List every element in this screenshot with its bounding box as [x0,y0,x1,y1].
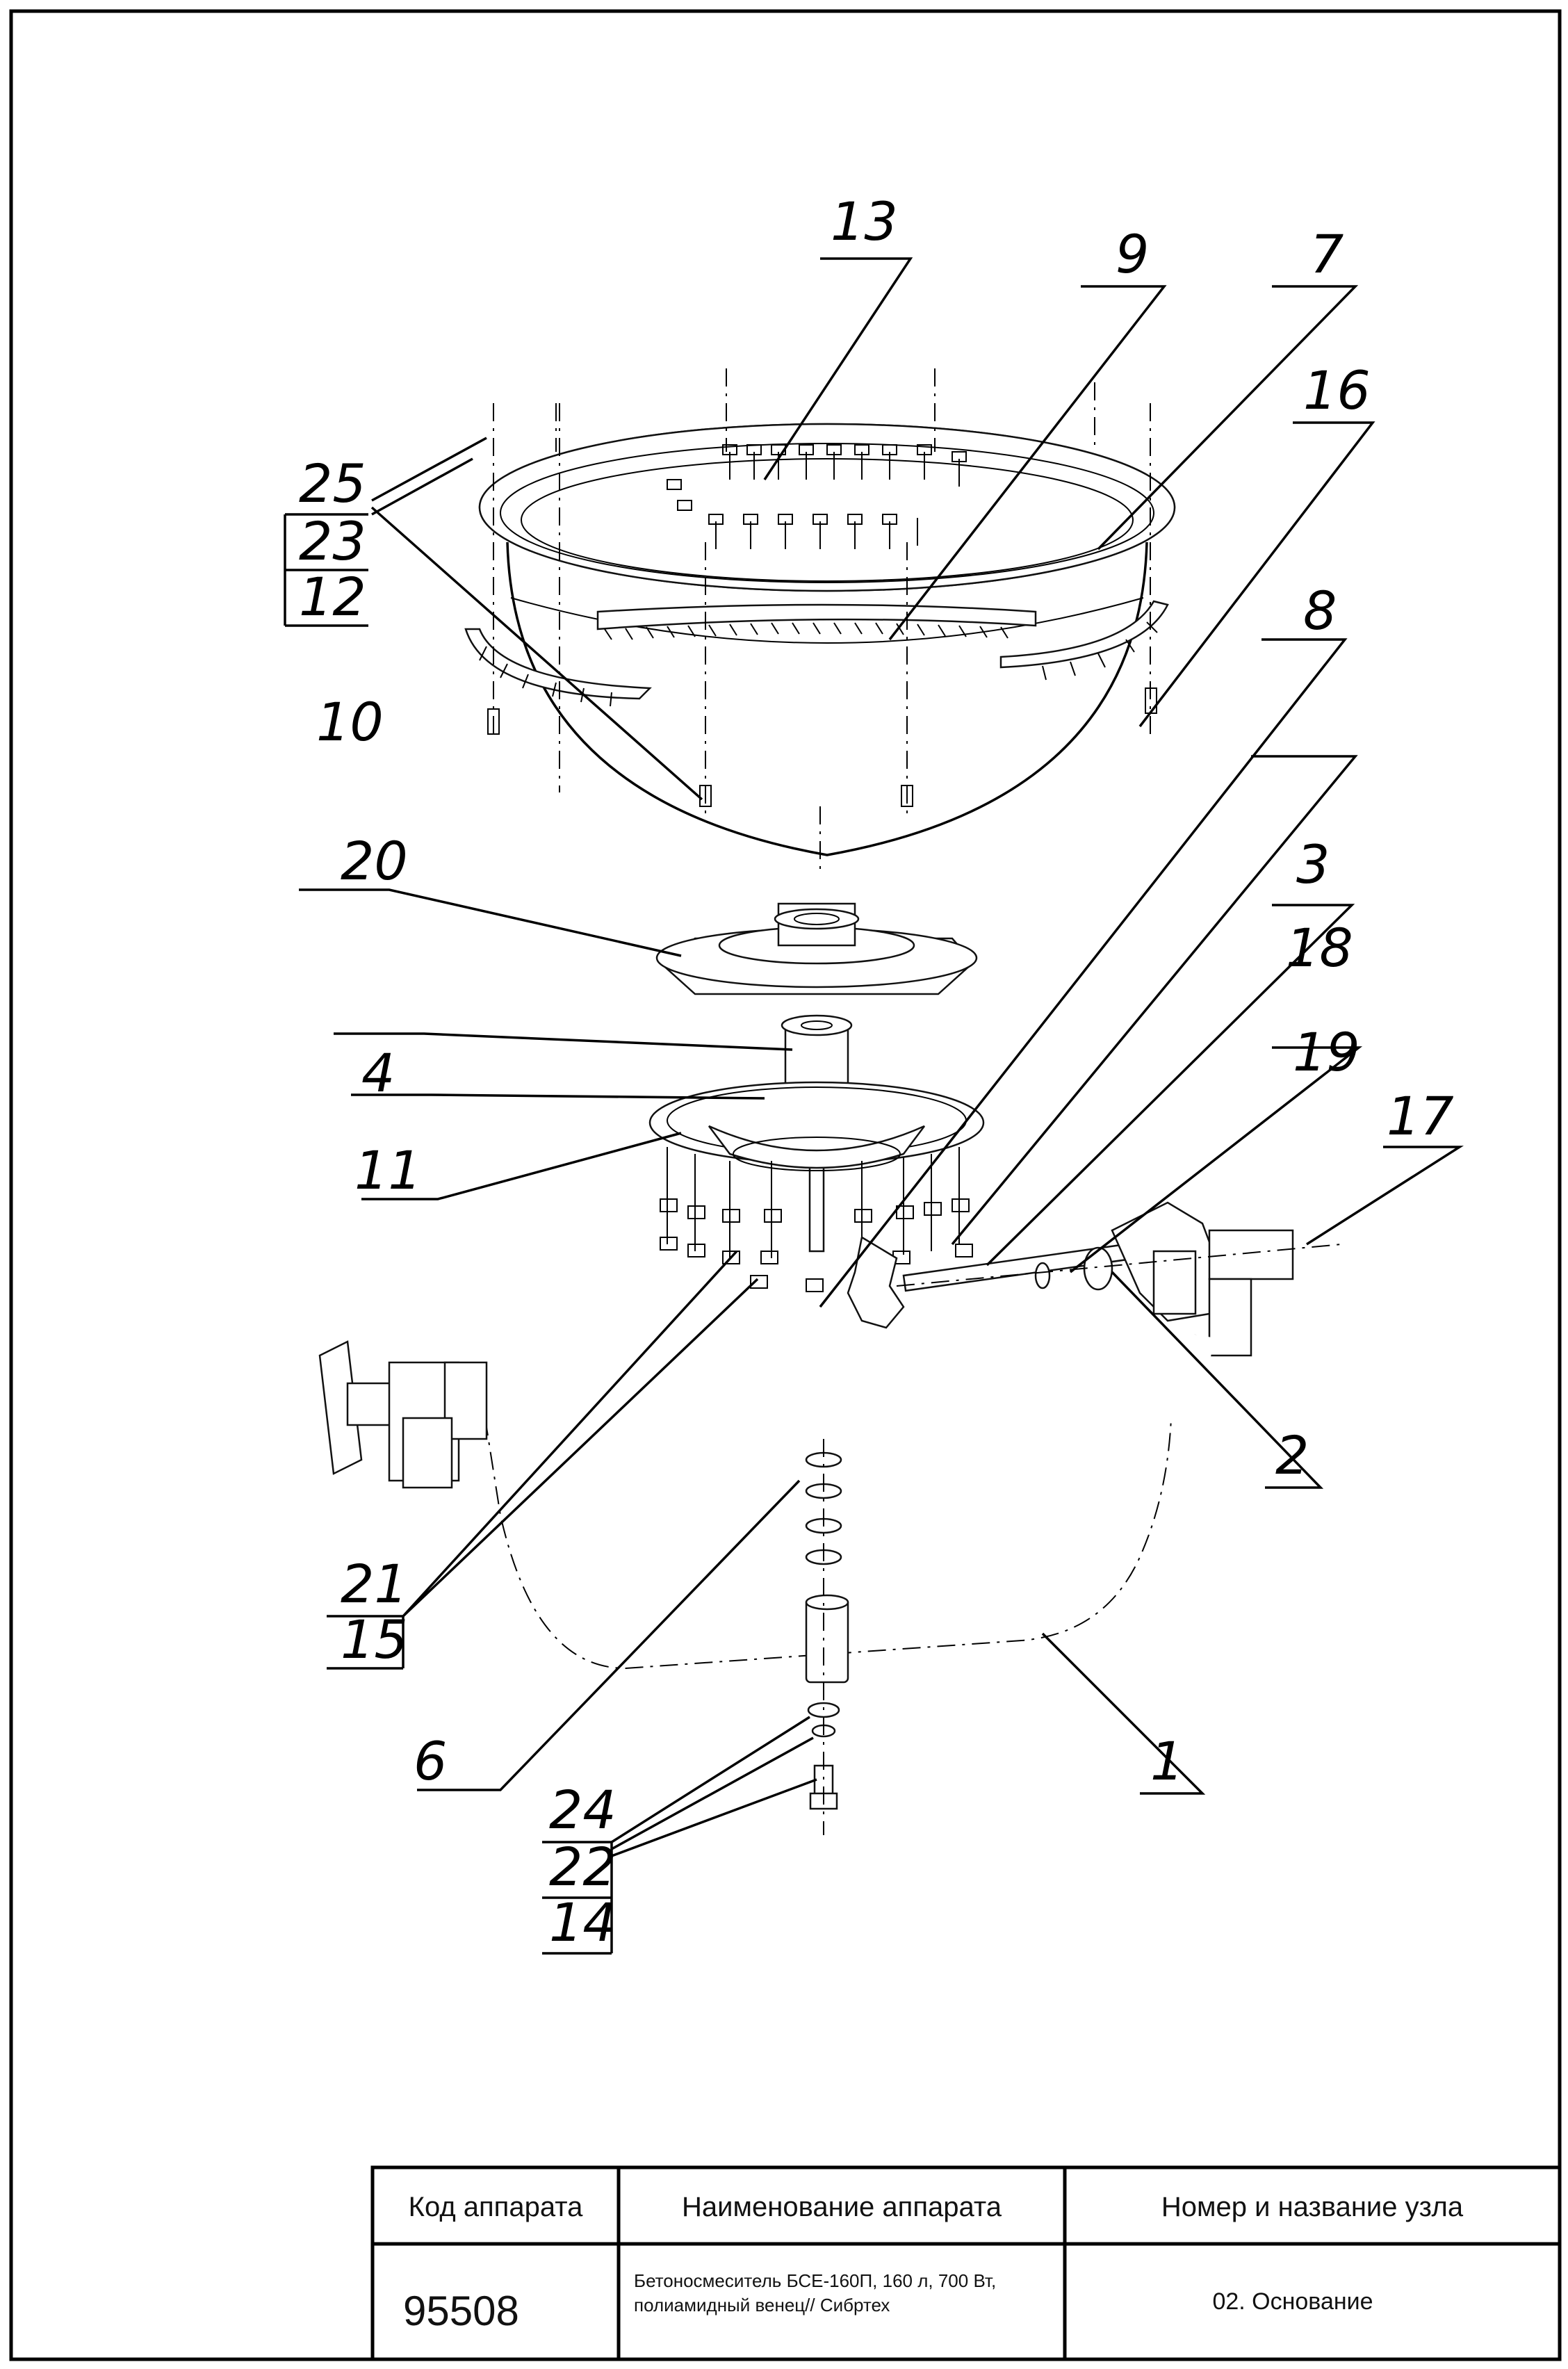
callout-4: 4 [361,1042,395,1104]
callout-17: 17 [1387,1085,1454,1147]
pinion-drive-shaft [847,1201,1342,1357]
apparatus-name-line1: Бетоносмеситель БСЕ-160П, 160 л, 700 Вт, [634,2270,996,2291]
apparatus-code: 95508 [403,2288,519,2334]
callout-6: 6 [414,1730,447,1792]
callout-22: 22 [549,1836,616,1898]
callout-1: 1 [1150,1730,1184,1792]
callout-18: 18 [1286,917,1353,979]
node-name: 02. Основание [1212,2288,1373,2315]
callout-23: 23 [299,510,366,572]
callout-14: 14 [549,1891,616,1953]
callout-numbers: 13 9 7 16 25 23 12 8 10 20 3 18 19 4 11 … [299,190,1454,1953]
callout-21: 21 [341,1553,408,1615]
callout-9: 9 [1116,223,1149,285]
header-code: Код аппарата [409,2192,583,2222]
drum-assembly [464,368,1176,869]
callout-24: 24 [549,1779,616,1841]
leader-lines [284,257,1464,1955]
base-frame [318,1331,1214,1835]
callout-12: 12 [299,566,366,628]
callout-8: 8 [1303,580,1337,642]
header-node: Номер и название узла [1161,2192,1464,2222]
callout-10: 10 [316,691,384,753]
callout-2: 2 [1275,1424,1309,1486]
callout-13: 13 [831,190,898,252]
title-block: Код аппарата Наименование аппарата Номер… [370,2165,1562,2361]
callout-3: 3 [1296,833,1330,895]
callout-20: 20 [341,830,408,892]
callout-11: 11 [354,1139,422,1201]
callout-7: 7 [1310,223,1344,285]
bearing-flange-assembly [648,902,985,1292]
header-name: Наименование аппарата [682,2192,1002,2222]
callout-25: 25 [299,453,366,514]
callout-15: 15 [341,1609,408,1670]
callout-19: 19 [1293,1021,1360,1083]
apparatus-name-line2: полиамидный венец// Сибртех [634,2295,890,2315]
callout-16: 16 [1303,359,1371,421]
